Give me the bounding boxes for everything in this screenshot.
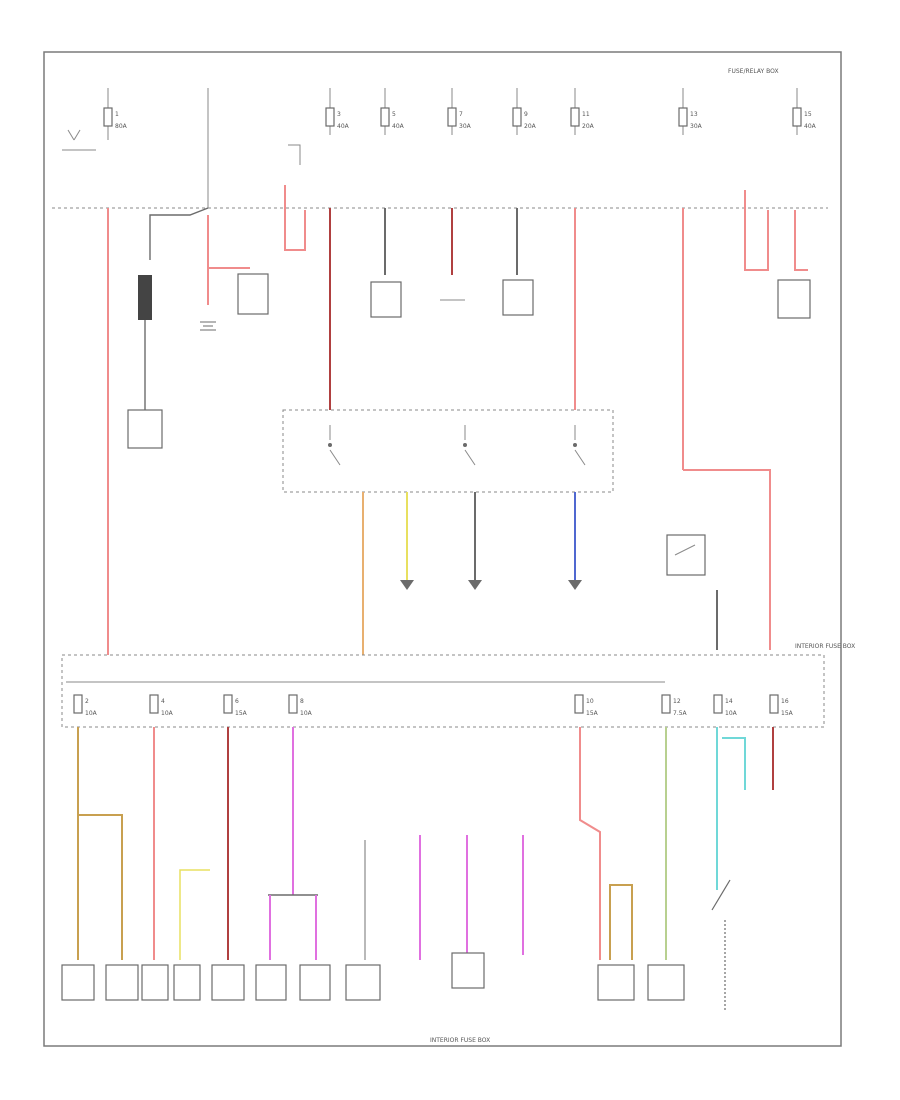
fuse-3: 3 40A <box>325 107 350 130</box>
interior-fuse-14: 14 10A <box>713 694 738 717</box>
svg-text:11: 11 <box>582 111 590 118</box>
fusible-link-icon <box>138 275 152 320</box>
svg-text:14: 14 <box>725 698 733 705</box>
svg-text:15: 15 <box>804 111 812 118</box>
fuse-15: 15 40A <box>792 107 817 130</box>
svg-text:10: 10 <box>586 698 594 705</box>
interior-fuse-box: INTERIOR FUSE BOX <box>61 643 855 728</box>
top-fuse-feeds <box>107 88 798 208</box>
diagram-footer-label: INTERIOR FUSE BOX <box>430 1037 490 1044</box>
svg-text:10A: 10A <box>85 710 98 717</box>
ignition-outputs <box>400 580 582 590</box>
ignition-contact-1 <box>328 425 341 466</box>
svg-text:10A: 10A <box>725 710 738 717</box>
fuse-1: 1 80A <box>103 107 128 130</box>
fuse-9: 9 20A <box>512 107 537 130</box>
svg-text:2: 2 <box>85 698 89 705</box>
svg-text:20A: 20A <box>524 123 537 130</box>
component-fuse9 <box>502 279 534 316</box>
svg-text:3: 3 <box>337 111 341 118</box>
svg-text:12: 12 <box>673 698 681 705</box>
bottom-components <box>61 952 685 1001</box>
svg-text:5: 5 <box>392 111 396 118</box>
svg-text:1: 1 <box>115 111 119 118</box>
svg-text:9: 9 <box>524 111 528 118</box>
svg-text:7.5A: 7.5A <box>673 710 688 717</box>
fuse-5: 5 40A <box>380 107 405 130</box>
svg-text:15A: 15A <box>781 710 794 717</box>
interior-fuse-8: 8 10A <box>288 694 313 717</box>
svg-text:40A: 40A <box>337 123 350 130</box>
ignition-switch <box>282 409 614 493</box>
svg-text:13: 13 <box>690 111 698 118</box>
svg-text:30A: 30A <box>690 123 703 130</box>
interior-fuses: 2 10A 4 10A 6 15A 8 10A 10 15A 12 7.5A 14 10A 1… <box>73 694 794 717</box>
main-relay-symbol <box>62 129 96 151</box>
svg-text:7: 7 <box>459 111 463 118</box>
fuse-3-loop <box>284 144 306 251</box>
fuse-11: 11 20A <box>570 107 595 130</box>
svg-text:15A: 15A <box>586 710 599 717</box>
ignition-contact-2 <box>463 425 476 466</box>
top-fuses: 1 80A 3 40A 5 40A 7 30A 9 20A 11 20A 13 30A 15 4… <box>103 107 817 130</box>
battery-icon <box>200 321 216 331</box>
svg-text:INTERIOR FUSE BOX: INTERIOR FUSE BOX <box>795 643 855 650</box>
top-components <box>370 279 534 318</box>
svg-text:10A: 10A <box>300 710 313 717</box>
component-fuse5 <box>370 281 402 318</box>
svg-text:20A: 20A <box>582 123 595 130</box>
svg-text:15A: 15A <box>235 710 248 717</box>
interior-fuse-2: 2 10A <box>73 694 98 717</box>
diagram-frame <box>43 51 842 1047</box>
svg-text:4: 4 <box>161 698 165 705</box>
svg-text:40A: 40A <box>804 123 817 130</box>
svg-text:8: 8 <box>300 698 304 705</box>
ignition-contact-3 <box>573 425 586 466</box>
starter-icon <box>237 273 269 315</box>
svg-text:16: 16 <box>781 698 789 705</box>
fuse-15-loop <box>744 190 811 319</box>
svg-text:30A: 30A <box>459 123 472 130</box>
bottom-wiring <box>77 727 774 1010</box>
generator-icon <box>127 409 163 449</box>
interior-fuse-12: 12 7.5A <box>661 694 688 717</box>
battery-feed-group <box>127 207 269 449</box>
interior-fuse-4: 4 10A <box>149 694 174 717</box>
interior-fuse-6: 6 15A <box>223 694 248 717</box>
fuse-13: 13 30A <box>678 107 703 130</box>
svg-text:6: 6 <box>235 698 239 705</box>
fuse-relay-box-label: FUSE/RELAY BOX <box>728 68 779 75</box>
svg-text:40A: 40A <box>392 123 405 130</box>
interior-fuse-10: 10 15A <box>574 694 599 717</box>
right-relay <box>666 469 771 650</box>
svg-text:10A: 10A <box>161 710 174 717</box>
fuse-7: 7 30A <box>447 107 472 130</box>
interior-fuse-16: 16 15A <box>769 694 794 717</box>
svg-text:80A: 80A <box>115 123 128 130</box>
